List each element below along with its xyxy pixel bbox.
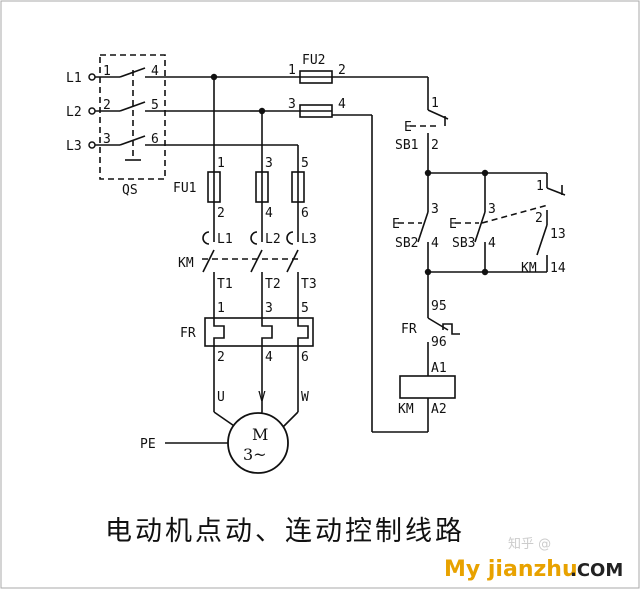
labels: L1 L2 L3 1 2 3 4 5 6 QS FU2 1 2 3 4 FU1 … bbox=[66, 53, 566, 464]
qs-pin-5: 5 bbox=[151, 98, 159, 113]
qs-pin-6: 6 bbox=[151, 132, 159, 147]
terminal-l3 bbox=[88, 141, 96, 149]
control-circuit bbox=[214, 70, 566, 433]
fr-nc-contact bbox=[427, 317, 449, 331]
km-main-contact-1 bbox=[202, 249, 215, 273]
fu2-pin-4: 4 bbox=[338, 97, 346, 112]
qs-pin-2: 2 bbox=[103, 98, 111, 113]
fu2-pin-1: 1 bbox=[288, 63, 296, 78]
label-l3: L3 bbox=[66, 139, 82, 154]
sb1-e: E bbox=[404, 120, 412, 135]
label-sub-l1: L1 bbox=[217, 232, 233, 247]
fu1-pin-6: 6 bbox=[301, 206, 309, 221]
fr-pin-6: 6 bbox=[301, 350, 309, 365]
sb3-pin-4: 4 bbox=[488, 236, 496, 251]
junction-dots bbox=[210, 73, 489, 276]
km-aux-pin-13: 13 bbox=[550, 227, 566, 242]
label-t2: T2 bbox=[265, 277, 281, 292]
fu1-pin-2: 2 bbox=[217, 206, 225, 221]
watermark-suffix: .COM bbox=[570, 560, 623, 581]
watermark-faint: 知乎 @ bbox=[508, 536, 551, 552]
sb3-jog-contact bbox=[474, 211, 486, 243]
label-km-main: KM bbox=[178, 256, 194, 271]
fu2-pin-2: 2 bbox=[338, 63, 346, 78]
label-sb2: SB2 bbox=[395, 236, 418, 251]
fr-pin-3: 3 bbox=[265, 301, 273, 316]
sb3-pin-3: 3 bbox=[488, 202, 496, 217]
fu2-pin-3: 3 bbox=[288, 97, 296, 112]
label-motor-phase: 3~ bbox=[243, 445, 267, 464]
sb3-e: E bbox=[449, 217, 457, 232]
label-fr-ctrl: FR bbox=[401, 322, 417, 337]
label-km-aux: KM bbox=[521, 261, 537, 276]
fr-pin-96: 96 bbox=[431, 335, 447, 350]
diagram-title: 电动机点动、连动控制线路 bbox=[105, 516, 465, 547]
fr-thermal-relay bbox=[204, 317, 314, 347]
km-coil bbox=[399, 375, 456, 399]
label-fu2: FU2 bbox=[302, 53, 325, 68]
label-motor-m: M bbox=[252, 425, 268, 444]
qs-pin-1: 1 bbox=[103, 64, 111, 79]
sb2-e: E bbox=[392, 217, 400, 232]
terminal-l1 bbox=[88, 73, 96, 81]
sb3-pin-1: 1 bbox=[536, 179, 544, 194]
label-sb1: SB1 bbox=[395, 138, 418, 153]
km-main-contact-2 bbox=[250, 249, 263, 273]
coil-pin-a1: A1 bbox=[431, 361, 447, 376]
fu1-pin-1: 1 bbox=[217, 156, 225, 171]
km-main-contact-3 bbox=[286, 249, 299, 273]
label-fu1: FU1 bbox=[173, 181, 196, 196]
sb2-pin-4: 4 bbox=[431, 236, 439, 251]
label-t3: T3 bbox=[301, 277, 317, 292]
label-fr-main: FR bbox=[180, 326, 196, 341]
fr-pin-95: 95 bbox=[431, 299, 447, 314]
fu1-pin-5: 5 bbox=[301, 156, 309, 171]
label-u: U bbox=[217, 390, 225, 405]
sb2-pin-3: 3 bbox=[431, 202, 439, 217]
coil-pin-a2: A2 bbox=[431, 402, 447, 417]
label-t1: T1 bbox=[217, 277, 233, 292]
km-aux-contact bbox=[536, 224, 548, 256]
sb3-pin-2: 2 bbox=[535, 211, 543, 226]
qs-pin-4: 4 bbox=[151, 64, 159, 79]
km-aux-pin-14: 14 bbox=[550, 261, 566, 276]
watermark-logo: 知乎 @ My jianzhu .COM bbox=[444, 536, 623, 582]
label-sb3: SB3 bbox=[452, 236, 475, 251]
qs-isolator-switch bbox=[88, 54, 298, 180]
fr-pin-4: 4 bbox=[265, 350, 273, 365]
sb1-pin-1: 1 bbox=[431, 96, 439, 111]
label-l1: L1 bbox=[66, 71, 82, 86]
fu1-pin-3: 3 bbox=[265, 156, 273, 171]
qs-pin-3: 3 bbox=[103, 132, 111, 147]
sb1-pin-2: 2 bbox=[431, 138, 439, 153]
label-v: V bbox=[258, 390, 266, 405]
label-w: W bbox=[301, 390, 309, 405]
sb2-start-contact bbox=[417, 211, 429, 243]
label-pe: PE bbox=[140, 437, 156, 452]
fr-pin-2: 2 bbox=[217, 350, 225, 365]
fr-pin-5: 5 bbox=[301, 301, 309, 316]
qs-enclosure bbox=[99, 54, 166, 180]
watermark-brand: My jianzhu bbox=[444, 557, 578, 582]
label-qs: QS bbox=[122, 183, 138, 198]
label-sub-l3: L3 bbox=[301, 232, 317, 247]
label-sub-l2: L2 bbox=[265, 232, 281, 247]
label-km-coil: KM bbox=[398, 402, 414, 417]
label-l2: L2 bbox=[66, 105, 82, 120]
main-circuit bbox=[165, 77, 314, 474]
fr-pin-1: 1 bbox=[217, 301, 225, 316]
terminal-l2 bbox=[88, 107, 96, 115]
fu1-pin-4: 4 bbox=[265, 206, 273, 221]
